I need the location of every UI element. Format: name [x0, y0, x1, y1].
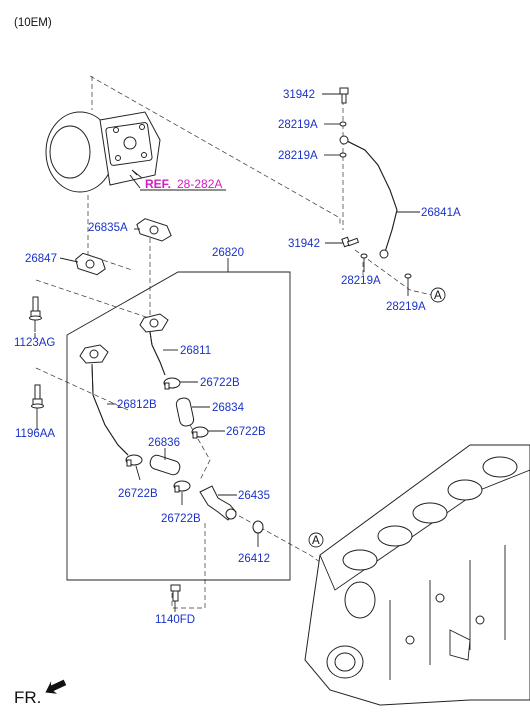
- bolt-1140FD: [170, 584, 181, 602]
- engine-block: [304, 444, 530, 706]
- engine-code: (10EM): [14, 17, 52, 29]
- washer-28219A-2: [339, 152, 347, 158]
- label-31942-top: 31942: [283, 89, 315, 101]
- pipe-26812B: [79, 344, 129, 456]
- hose-26836: [149, 454, 181, 476]
- svg-text:A: A: [312, 535, 320, 547]
- gasket-26847: [75, 252, 106, 276]
- bolt-1196AA: [31, 384, 44, 425]
- label-31942-mid: 31942: [288, 238, 320, 250]
- clamp-26722B-3: [125, 454, 143, 467]
- label-26812B: 26812B: [117, 399, 157, 411]
- assembly-26820-outline: [66, 271, 291, 581]
- bolt-31942-mid: [341, 236, 360, 248]
- label-26722B-1: 26722B: [200, 377, 240, 389]
- front-arrow-icon: [45, 679, 67, 694]
- clamp-26722B-4: [173, 480, 191, 493]
- svg-text:FR.: FR.: [14, 688, 41, 707]
- label-26722B-2: 26722B: [226, 426, 266, 438]
- label-26847: 26847: [25, 253, 57, 265]
- label-26722B-3: 26722B: [118, 488, 158, 500]
- clamp-26722B-2: [191, 426, 209, 439]
- label-28219A-3: 28219A: [341, 275, 381, 287]
- svg-text:A: A: [434, 290, 442, 302]
- marker-a-lower: A: [308, 532, 324, 548]
- oil-feed-pipe-26841A: [339, 135, 398, 259]
- reference-prefix: REF.: [145, 177, 171, 191]
- hose-26834: [175, 397, 195, 427]
- label-1123AG: 1123AG: [14, 337, 55, 349]
- label-26841A: 26841A: [421, 207, 461, 219]
- label-26835A: 26835A: [88, 222, 128, 234]
- turbocharger: [45, 111, 161, 193]
- label-28219A-2: 28219A: [278, 150, 318, 162]
- label-1196AA: 1196AA: [15, 428, 55, 440]
- label-26435: 26435: [238, 490, 270, 502]
- label-1140FD: 1140FD: [155, 614, 195, 626]
- part-labels: 31942 28219A 28219A 26841A 31942 28219A …: [14, 89, 461, 626]
- reference-label: REF. 28-282A: [131, 169, 226, 191]
- pipe-26811: [139, 313, 169, 376]
- label-26412: 26412: [238, 553, 270, 565]
- label-26722B-4: 26722B: [161, 513, 201, 525]
- marker-a-upper: A: [430, 287, 446, 303]
- label-28219A-1: 28219A: [278, 119, 318, 131]
- bolt-31942-top: [339, 87, 349, 104]
- label-26820: 26820: [212, 247, 244, 259]
- bolt-1123AG: [29, 296, 42, 332]
- washer-28219A-4: [404, 273, 412, 279]
- label-26811: 26811: [180, 345, 211, 357]
- reference-code: 28-282A: [177, 177, 222, 191]
- label-26834: 26834: [212, 402, 245, 414]
- washer-28219A-3: [360, 253, 368, 259]
- leader-lines: [34, 93, 420, 612]
- front-indicator: FR.: [14, 679, 67, 707]
- clamp-26722B-1: [163, 377, 181, 390]
- washer-28219A-1: [339, 121, 347, 127]
- label-26836: 26836: [148, 437, 180, 449]
- gasket-26835A: [136, 218, 172, 242]
- label-28219A-4: 28219A: [386, 301, 426, 313]
- o-ring-26412: [252, 520, 264, 534]
- connector-26435: [199, 485, 237, 521]
